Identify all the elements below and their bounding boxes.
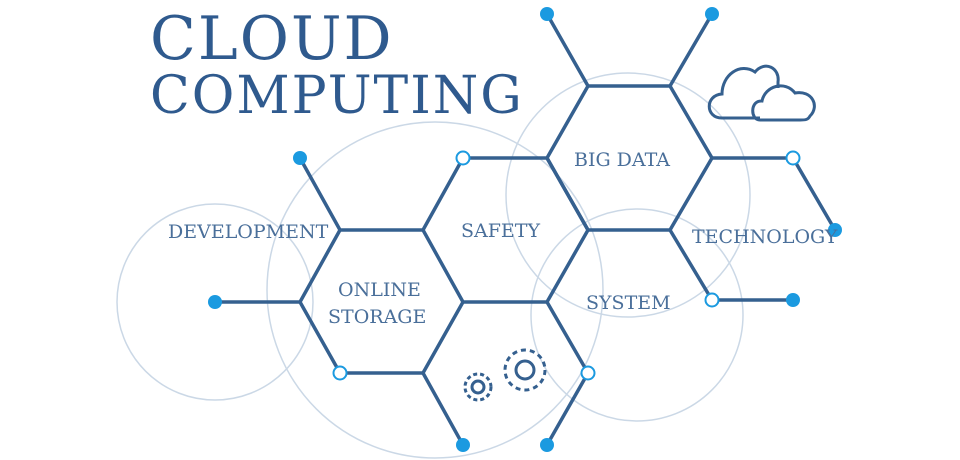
- label-online: ONLINE: [338, 279, 421, 301]
- node-dot: [293, 151, 307, 165]
- node-dot: [456, 438, 470, 452]
- node-ring: [704, 292, 720, 308]
- node-dot: [828, 223, 842, 237]
- hex-edge: [298, 300, 465, 375]
- label-system: SYSTEM: [586, 292, 671, 314]
- node-ring: [580, 365, 596, 381]
- label-storage: STORAGE: [328, 306, 426, 328]
- node-dot: [705, 7, 719, 21]
- hex-edge: [710, 156, 837, 232]
- nodes: [208, 7, 842, 452]
- node-dot: [540, 438, 554, 452]
- label-safety: SAFETY: [461, 220, 540, 242]
- title-line-1: CLOUD: [150, 4, 394, 74]
- hex-edge: [545, 12, 590, 88]
- gears-icon: [463, 348, 547, 402]
- ring: [266, 121, 604, 459]
- node-ring: [332, 365, 348, 381]
- node-dot: [208, 295, 222, 309]
- hex-edge: [668, 12, 714, 88]
- ring: [530, 208, 744, 422]
- ring: [505, 72, 751, 318]
- label-technology: TECHNOLOGY: [692, 226, 838, 248]
- node-ring: [785, 150, 801, 166]
- background-rings: [116, 72, 751, 459]
- node-ring: [455, 150, 471, 166]
- title-line-2: COMPUTING: [150, 66, 524, 126]
- label-development: DEVELOPMENT: [168, 221, 329, 243]
- label-big-data: BIG DATA: [574, 149, 670, 171]
- node-dot: [786, 293, 800, 307]
- cloud-icon: [707, 64, 816, 122]
- node-dot: [540, 7, 554, 21]
- ring: [116, 203, 314, 401]
- hex-edge: [421, 371, 465, 447]
